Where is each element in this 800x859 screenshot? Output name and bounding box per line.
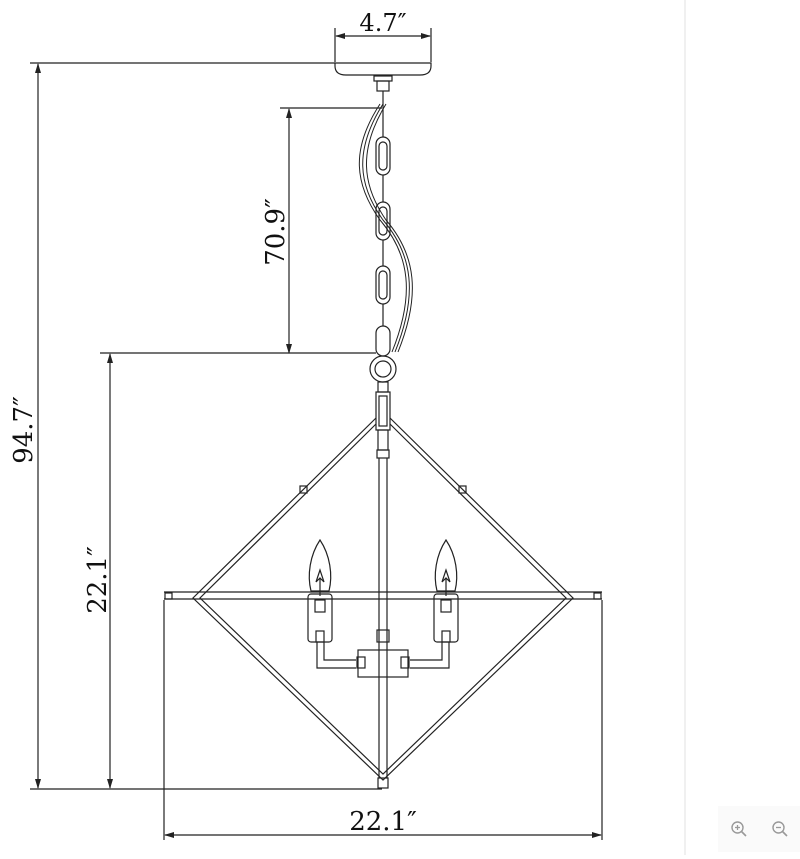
left-candle-bulb bbox=[307, 538, 356, 669]
right-candle-bulb bbox=[410, 538, 459, 669]
center-junction-box bbox=[356, 629, 410, 678]
eye-loop bbox=[369, 355, 397, 393]
overall-height-dimension bbox=[30, 62, 382, 790]
zoom-in-icon bbox=[730, 821, 747, 837]
fixture-width-dimension bbox=[163, 600, 603, 840]
diamond-frame bbox=[192, 417, 574, 781]
chandelier-dimension-drawing: 4.7″ 94.7″ 70.9″ 22.1″ bbox=[9, 9, 603, 840]
zoom-in-button[interactable] bbox=[727, 817, 751, 841]
viewer-side-panel bbox=[684, 0, 800, 855]
canopy bbox=[334, 62, 432, 92]
fixture-width-label: 22.1″ bbox=[349, 807, 417, 837]
zoom-controls bbox=[718, 806, 800, 852]
crossbar bbox=[164, 591, 602, 600]
zoom-out-button[interactable] bbox=[768, 817, 792, 841]
fixture-height-label: 22.1″ bbox=[83, 546, 113, 614]
overall-height-label: 94.7″ bbox=[9, 396, 39, 464]
center-rod bbox=[375, 391, 391, 789]
canopy-width-label: 4.7″ bbox=[359, 9, 406, 37]
power-wire bbox=[358, 103, 413, 353]
drawing-canvas: 4.7″ 94.7″ 70.9″ 22.1″ bbox=[9, 9, 603, 840]
canopy-width-dimension bbox=[334, 28, 432, 62]
chain-length-label: 70.9″ bbox=[261, 198, 291, 266]
zoom-out-icon bbox=[771, 821, 788, 837]
chain-length-dimension bbox=[280, 107, 382, 354]
fixture-height-dimension bbox=[100, 352, 376, 789]
